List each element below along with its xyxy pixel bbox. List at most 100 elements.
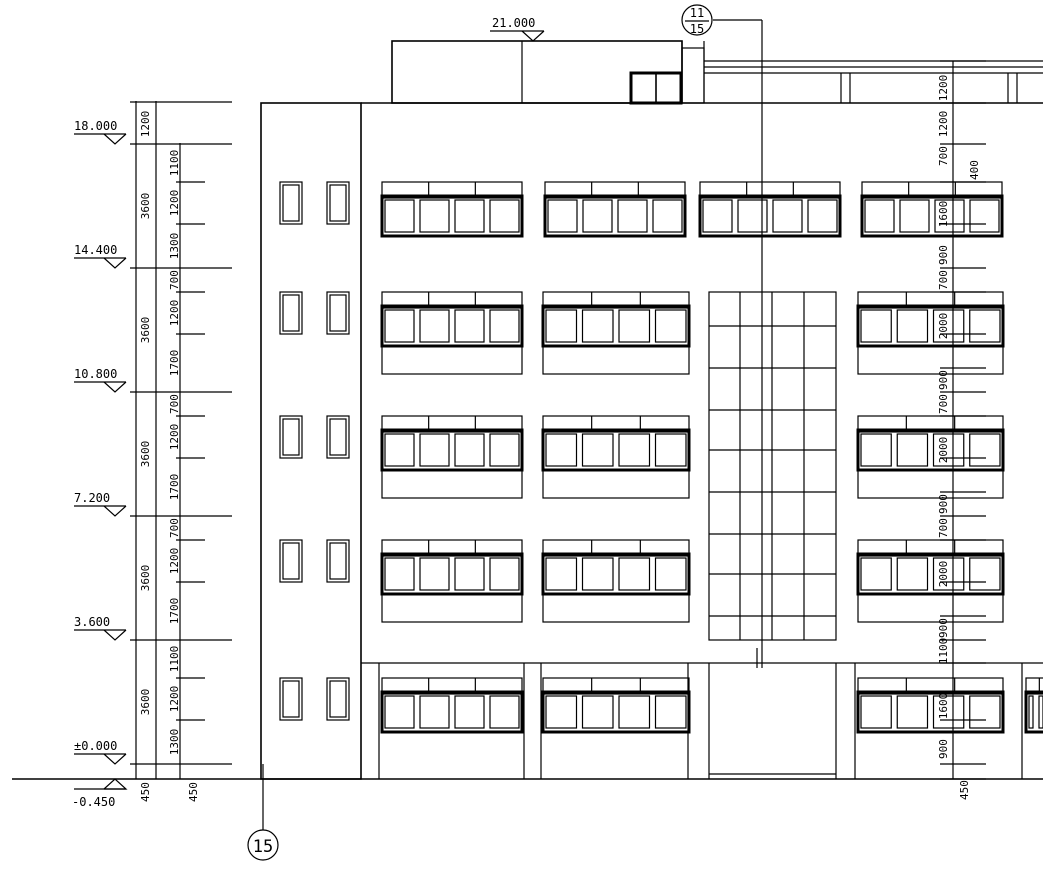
level-marker-18000: 18.000 bbox=[74, 119, 127, 145]
window-pane bbox=[454, 309, 485, 343]
window-sill-panel bbox=[857, 345, 1004, 375]
window-frame bbox=[856, 690, 1005, 734]
window-pane bbox=[654, 433, 687, 467]
window-group bbox=[856, 677, 1005, 734]
right-dim-text: 1600 bbox=[937, 693, 950, 720]
window-pane bbox=[1038, 695, 1043, 729]
stair-window-glass bbox=[282, 418, 300, 456]
window-sill-panel bbox=[542, 345, 690, 375]
window-pane bbox=[654, 557, 687, 591]
window-pane bbox=[547, 199, 578, 233]
window-pane bbox=[969, 557, 1001, 591]
stair-window bbox=[326, 291, 350, 335]
window-frame bbox=[1024, 690, 1043, 734]
window-transom bbox=[542, 415, 690, 433]
window-pane bbox=[860, 433, 892, 467]
window-frame bbox=[856, 552, 1005, 596]
level-marker-roof: 21.000 bbox=[490, 16, 545, 42]
left-dim-text: 700 bbox=[168, 518, 181, 538]
svg-text:14.400: 14.400 bbox=[74, 243, 117, 257]
window-pane bbox=[489, 557, 520, 591]
right-dim-text: 700 bbox=[937, 394, 950, 414]
stair-window-glass bbox=[282, 680, 300, 718]
level-marker-14400: 14.400 bbox=[74, 243, 127, 269]
window-transom bbox=[381, 181, 523, 199]
window-frame bbox=[380, 690, 524, 734]
window-pane bbox=[419, 433, 450, 467]
window-transom bbox=[381, 677, 523, 695]
window-pane bbox=[419, 199, 450, 233]
stair-window bbox=[326, 181, 350, 225]
level-marker-3600: 3.600 bbox=[74, 615, 127, 641]
left-dim-text: 1300 bbox=[168, 729, 181, 756]
right-dim-text: 900 bbox=[937, 618, 950, 638]
window-frame bbox=[541, 552, 691, 596]
window-transom bbox=[542, 291, 690, 309]
stair-window-glass bbox=[282, 542, 300, 580]
right-dim-text: 1600 bbox=[937, 201, 950, 228]
window-transom bbox=[544, 181, 686, 199]
stair-window bbox=[279, 415, 303, 459]
level-marker-10800: 10.800 bbox=[74, 367, 127, 393]
left-dim-text: 3600 bbox=[139, 689, 152, 716]
window-pane bbox=[384, 309, 415, 343]
window-transom bbox=[542, 677, 690, 695]
svg-text:10.800: 10.800 bbox=[74, 367, 117, 381]
stair-window-glass bbox=[282, 294, 300, 332]
window-frame bbox=[543, 194, 687, 238]
window-frame bbox=[856, 304, 1005, 348]
window-pane bbox=[654, 309, 687, 343]
stair-window bbox=[279, 181, 303, 225]
window-pane bbox=[896, 557, 929, 591]
window-pane bbox=[969, 199, 1000, 233]
left-dim-text: 1700 bbox=[168, 350, 181, 377]
window-group bbox=[698, 181, 842, 238]
window-group bbox=[541, 291, 691, 375]
window-transom bbox=[857, 415, 1004, 433]
window-transom bbox=[857, 291, 1004, 309]
left-dim-text: 1300 bbox=[168, 233, 181, 260]
section-cut: 11 15 bbox=[681, 4, 763, 668]
window-group bbox=[380, 539, 524, 623]
left-dim-text: 1100 bbox=[168, 150, 181, 177]
window-frame bbox=[380, 304, 524, 348]
window-pane bbox=[454, 433, 485, 467]
window-pane bbox=[618, 557, 651, 591]
svg-text:3.600: 3.600 bbox=[74, 615, 110, 629]
window-pane bbox=[545, 309, 578, 343]
left-inner-ticks bbox=[176, 181, 205, 721]
window-frame bbox=[860, 194, 1004, 238]
window-group bbox=[856, 291, 1005, 375]
right-dim-text: 700 bbox=[937, 146, 950, 166]
window-groups bbox=[380, 181, 1043, 734]
window-pane bbox=[617, 199, 648, 233]
window-group bbox=[856, 415, 1005, 499]
window-group bbox=[380, 291, 524, 375]
left-dim-text: 1700 bbox=[168, 598, 181, 625]
window-pane bbox=[737, 199, 768, 233]
svg-text:21.000: 21.000 bbox=[492, 16, 535, 30]
window-pane bbox=[807, 199, 838, 233]
window-sill-panel bbox=[857, 593, 1004, 623]
window-group bbox=[541, 415, 691, 499]
right-dim-text: 700 bbox=[937, 270, 950, 290]
window-sill-panel bbox=[857, 469, 1004, 499]
window-pane bbox=[618, 695, 651, 729]
stair-window bbox=[279, 539, 303, 583]
window-pane bbox=[864, 199, 895, 233]
window-pane bbox=[489, 309, 520, 343]
right-dim-text: 450 bbox=[958, 780, 971, 800]
left-dim-text: 3600 bbox=[139, 565, 152, 592]
window-pane bbox=[932, 557, 965, 591]
left-dim-text: 1200 bbox=[168, 548, 181, 575]
window-pane bbox=[489, 433, 520, 467]
window-pane bbox=[772, 199, 803, 233]
stair-window-glass bbox=[329, 680, 347, 718]
window-pane bbox=[969, 433, 1001, 467]
window-pane bbox=[969, 309, 1001, 343]
right-dim-text: 900 bbox=[937, 245, 950, 265]
window-pane bbox=[654, 695, 687, 729]
svg-text:7.200: 7.200 bbox=[74, 491, 110, 505]
